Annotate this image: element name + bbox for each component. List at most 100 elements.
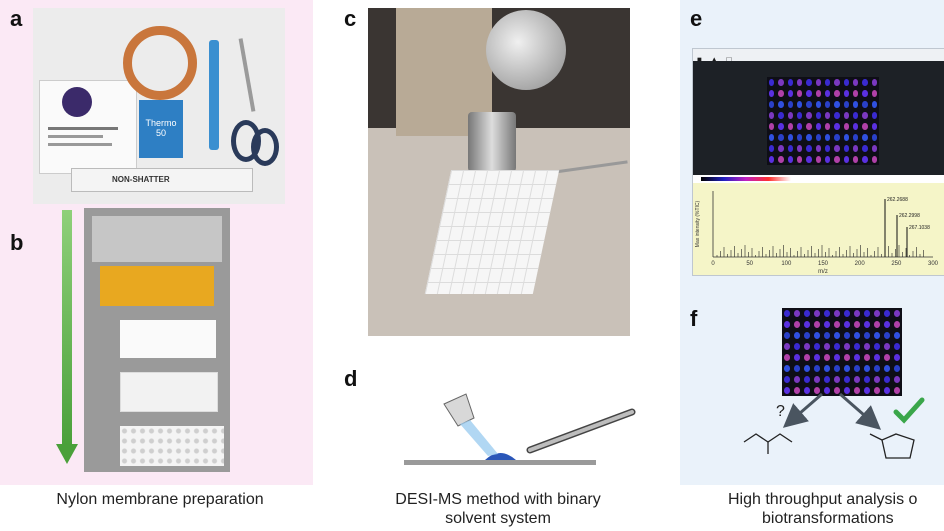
- plate-spot: [804, 332, 810, 339]
- plate-spot: [787, 123, 794, 130]
- plate-spot: [871, 112, 878, 119]
- plate-spot: [884, 387, 890, 394]
- plate-spot: [862, 134, 868, 141]
- spectrum-x-label: m/z: [818, 269, 828, 275]
- plate-spot: [852, 79, 859, 86]
- plate-spot: [862, 112, 868, 119]
- plate-spot: [814, 387, 820, 394]
- plate-spot: [843, 145, 850, 152]
- plate-spot: [852, 90, 859, 97]
- plate-spot: [794, 343, 800, 350]
- tape-roll: [123, 26, 197, 100]
- spectrum-y-label: Max intensity (%TIC): [695, 200, 701, 247]
- plate-spot: [854, 310, 860, 317]
- plate-spot: [804, 310, 810, 317]
- spectrum-x-tick: 100: [781, 261, 792, 267]
- colorbar: [701, 177, 791, 181]
- plate-spot: [824, 123, 831, 130]
- plate-spot: [824, 343, 830, 350]
- panel-label-e: e: [690, 6, 703, 31]
- toolbar-move-icon[interactable]: ▲: [710, 55, 719, 64]
- plate-spot: [843, 134, 850, 141]
- plate-spot: [804, 365, 810, 372]
- plate-spot: [768, 90, 775, 97]
- plate-spot: [874, 321, 880, 328]
- plate-spot: [894, 387, 900, 394]
- plate-spot: [814, 332, 820, 339]
- plate-spot: [871, 79, 878, 86]
- spray-emitter: [443, 393, 475, 427]
- toolbar-zoom-icon[interactable]: ■: [697, 55, 702, 64]
- plate-spot: [778, 90, 784, 97]
- arrow-to-aldehyde: [782, 392, 823, 428]
- plate-spot: [796, 134, 803, 141]
- question-mark: ?: [776, 403, 785, 420]
- plate-spot: [806, 145, 812, 152]
- sugar-ring-structure: [881, 433, 915, 459]
- sample-plate-image: [767, 77, 879, 165]
- plate-spot: [834, 321, 840, 328]
- plate-spot: [844, 376, 850, 383]
- plate-spot: [854, 365, 860, 372]
- plate-spot: [852, 123, 859, 130]
- plate-spot: [852, 101, 859, 108]
- plate-spot: [824, 112, 831, 119]
- plate-spot: [806, 112, 812, 119]
- plate-spot: [862, 101, 868, 108]
- plate-spot: [804, 387, 810, 394]
- plate-spot: [824, 332, 830, 339]
- plate-spot: [787, 145, 794, 152]
- plate-spot: [834, 79, 840, 86]
- plate-spot: [824, 387, 830, 394]
- desi-schematic: [404, 393, 636, 465]
- plate-spot: [844, 365, 850, 372]
- plate-spot: [794, 332, 800, 339]
- plate-spot: [804, 321, 810, 328]
- plate-spot: [806, 101, 812, 108]
- plate-spot: [871, 134, 878, 141]
- toolbar-crop-icon[interactable]: □: [726, 55, 732, 64]
- plate-spot: [815, 101, 822, 108]
- plate-spot: [834, 376, 840, 383]
- plate-spot: [874, 332, 880, 339]
- plate-spot: [784, 321, 790, 328]
- plate-spot: [824, 90, 831, 97]
- arrow-to-sugar: [839, 392, 882, 430]
- caption-right: High throughput analysis o biotransforma…: [700, 490, 944, 528]
- plate-spot: [824, 365, 830, 372]
- plate-spot: [854, 332, 860, 339]
- plate-spot: [778, 79, 784, 86]
- plate-spot: [884, 365, 890, 372]
- plate-spot: [884, 354, 890, 361]
- plate-spot: [787, 156, 794, 163]
- plate-spot: [824, 145, 831, 152]
- plate-spot: [784, 354, 790, 361]
- slide-box-count: 50: [155, 128, 166, 138]
- plate-spot: [778, 156, 784, 163]
- plate-spot: [784, 332, 790, 339]
- plate-spot: [894, 376, 900, 383]
- strip-membrane-spots: [120, 426, 224, 466]
- plate-spot: [834, 112, 840, 119]
- plate-spot: [874, 387, 880, 394]
- plate-spot: [834, 310, 840, 317]
- plate-spot: [815, 79, 822, 86]
- plate-spot: [784, 343, 790, 350]
- strip-glass: [92, 216, 222, 262]
- green-arrow: [62, 210, 72, 446]
- strip-membrane-plain: [120, 320, 216, 358]
- plate-spot: [824, 79, 831, 86]
- plate-spot: [844, 387, 850, 394]
- plate-spot: [871, 90, 878, 97]
- plate-spot: [871, 145, 878, 152]
- plate-spot: [796, 79, 803, 86]
- spectrum-x-tick: 150: [818, 261, 829, 267]
- plate-spot: [894, 343, 900, 350]
- reaction-scheme: ?: [743, 392, 925, 459]
- plate-spot: [787, 134, 794, 141]
- plate-spot: [854, 354, 860, 361]
- plate-spot: [864, 376, 870, 383]
- plate-spot: [768, 79, 775, 86]
- plate-spot: [874, 310, 880, 317]
